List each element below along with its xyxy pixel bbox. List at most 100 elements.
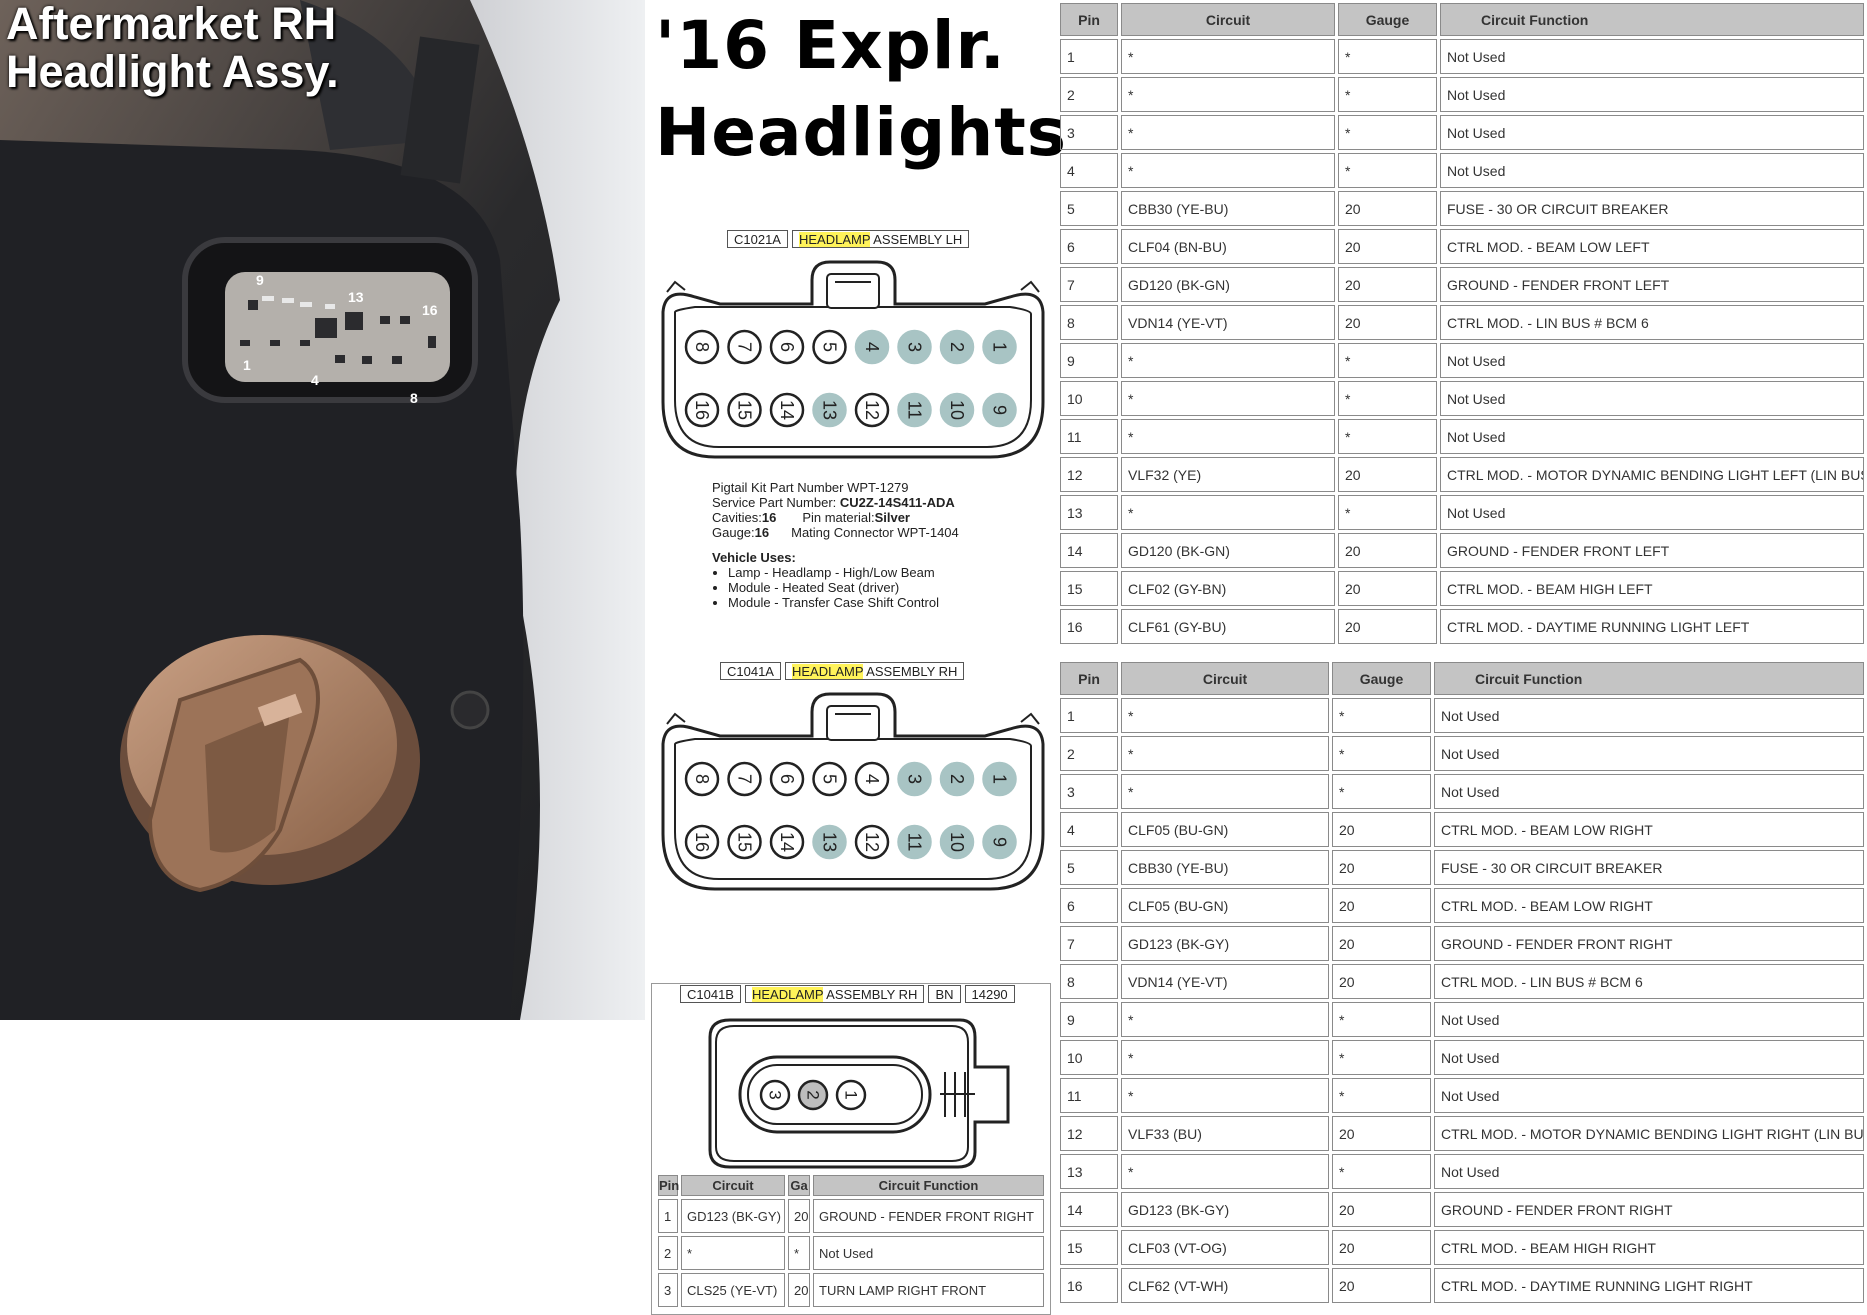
connector-pin: 13 [812, 824, 847, 860]
pin-circle [939, 761, 975, 797]
pin-number: 15 [735, 400, 755, 420]
circuit-cell: * [681, 1236, 785, 1270]
photo-pin-label: 16 [422, 302, 438, 318]
gauge-cell: 20 [1332, 1268, 1431, 1303]
circuit-cell: * [1121, 1002, 1329, 1037]
pin-circle [854, 824, 890, 860]
function-cell: Not Used [1440, 343, 1864, 378]
pin-number: 3 [766, 1090, 785, 1099]
c1021a-latch [826, 273, 880, 309]
c1041a-clip-left [666, 712, 686, 725]
pin-circle [939, 329, 975, 365]
pin-number: 2 [804, 1090, 823, 1099]
circuit-cell: * [1121, 419, 1335, 454]
pin-number: 11 [905, 833, 925, 852]
connector-pin: 8 [684, 329, 720, 365]
photo-title-line1: Aftermarket RH [6, 0, 337, 49]
circuit-cell: CLF05 (BU-GN) [1121, 888, 1329, 923]
c1021a-id: C1021A [727, 230, 788, 248]
gauge-cell: 20 [1332, 888, 1431, 923]
pin-cell: 2 [1060, 736, 1118, 771]
function-cell: Not Used [1440, 39, 1864, 74]
pin-cell: 13 [1060, 1154, 1118, 1189]
circuit-cell: GD123 (BK-GY) [1121, 1192, 1329, 1227]
circuit-cell: CLF05 (BU-GN) [1121, 812, 1329, 847]
connector-pin: 4 [854, 761, 890, 797]
gauge-cell: 20 [1338, 267, 1437, 302]
photo-title: Aftermarket RH Headlight Assy. [6, 0, 339, 96]
photo-pin-label: 1 [243, 357, 251, 373]
circuit-cell: * [1121, 1154, 1329, 1189]
pin-circle [854, 761, 890, 797]
pin-cell: 7 [1060, 267, 1118, 302]
connector-pin: 1 [982, 761, 1017, 797]
c1041a-latch [826, 705, 880, 741]
table-header: Pin [1060, 3, 1118, 36]
pin-circle [769, 761, 805, 797]
circuit-cell: * [1121, 77, 1335, 112]
pin-circle [982, 392, 1017, 428]
function-cell: CTRL MOD. - MOTOR DYNAMIC BENDING LIGHT … [1440, 457, 1864, 492]
pin-cell: 15 [1060, 571, 1118, 606]
connector-pin: 7 [727, 329, 762, 365]
gauge-cell: 20 [1332, 926, 1431, 961]
circuit-cell: * [1121, 774, 1329, 809]
function-cell: Not Used [1440, 115, 1864, 150]
connector-pin: 14 [769, 392, 805, 428]
photo-pin-label: 13 [348, 289, 364, 305]
service-part: Service Part Number: CU2Z-14S411-ADA [712, 495, 959, 510]
connector-pin: 6 [769, 329, 805, 365]
pin-cell: 14 [1060, 1192, 1118, 1227]
pin-number: 3 [905, 774, 925, 784]
function-cell: GROUND - FENDER FRONT LEFT [1440, 267, 1864, 302]
connector-pin: 15 [727, 824, 762, 860]
gauge-cell: 20 [1332, 1116, 1431, 1151]
table-header-row: Pin Circuit Ga Circuit Function [658, 1175, 1044, 1196]
pin-circle [797, 1079, 829, 1111]
pin-number: 7 [735, 342, 755, 352]
connector-pin: 12 [854, 824, 890, 860]
pin-number: 9 [990, 837, 1010, 847]
pin-number: 12 [862, 400, 882, 420]
connector-pin: 12 [854, 392, 890, 428]
connector-pin: 11 [897, 824, 932, 860]
pin-circle [854, 329, 890, 365]
vehicle-use-item: Module - Transfer Case Shift Control [728, 595, 959, 610]
pin-number: 12 [862, 832, 882, 852]
c1021a-clip-left [666, 280, 686, 293]
table-row: 13**Not Used [1060, 1154, 1864, 1189]
circuit-cell: * [1121, 1078, 1329, 1113]
function-cell: GROUND - FENDER FRONT LEFT [1440, 533, 1864, 568]
pin-circle [854, 392, 890, 428]
pin-number: 16 [692, 832, 712, 852]
function-cell: GROUND - FENDER FRONT RIGHT [1434, 1192, 1864, 1227]
circuit-cell: GD123 (BK-GY) [681, 1199, 785, 1233]
table-header: Gauge [1338, 3, 1437, 36]
pin-cell: 1 [1060, 698, 1118, 733]
table-row: 9**Not Used [1060, 1002, 1864, 1037]
pin-circle [769, 392, 805, 428]
pin-number: 4 [862, 774, 882, 784]
circuit-cell: GD120 (BK-GN) [1121, 267, 1335, 302]
vehicle-uses-title: Vehicle Uses: [712, 550, 796, 565]
pin-cell: 11 [1060, 1078, 1118, 1113]
circuit-cell: VLF32 (YE) [1121, 457, 1335, 492]
function-cell: CTRL MOD. - LIN BUS # BCM 6 [1440, 305, 1864, 340]
connector-pin: 9 [982, 392, 1017, 428]
gauge-cell: 20 [788, 1273, 810, 1307]
pin-cell: 10 [1060, 1040, 1118, 1075]
function-cell: Not Used [1434, 1078, 1864, 1113]
circuit-cell: * [1121, 1040, 1329, 1075]
table-row: 2**Not Used [658, 1236, 1044, 1270]
pin-cell: 1 [1060, 39, 1118, 74]
gauge-cell: * [1338, 153, 1437, 188]
connector-pin: 10 [939, 392, 975, 428]
function-cell: CTRL MOD. - BEAM LOW RIGHT [1434, 888, 1864, 923]
circuit-cell: * [1121, 495, 1335, 530]
connector-pin: 3 [897, 329, 932, 365]
pin-number: 5 [820, 342, 840, 352]
pin-circle [939, 392, 975, 428]
